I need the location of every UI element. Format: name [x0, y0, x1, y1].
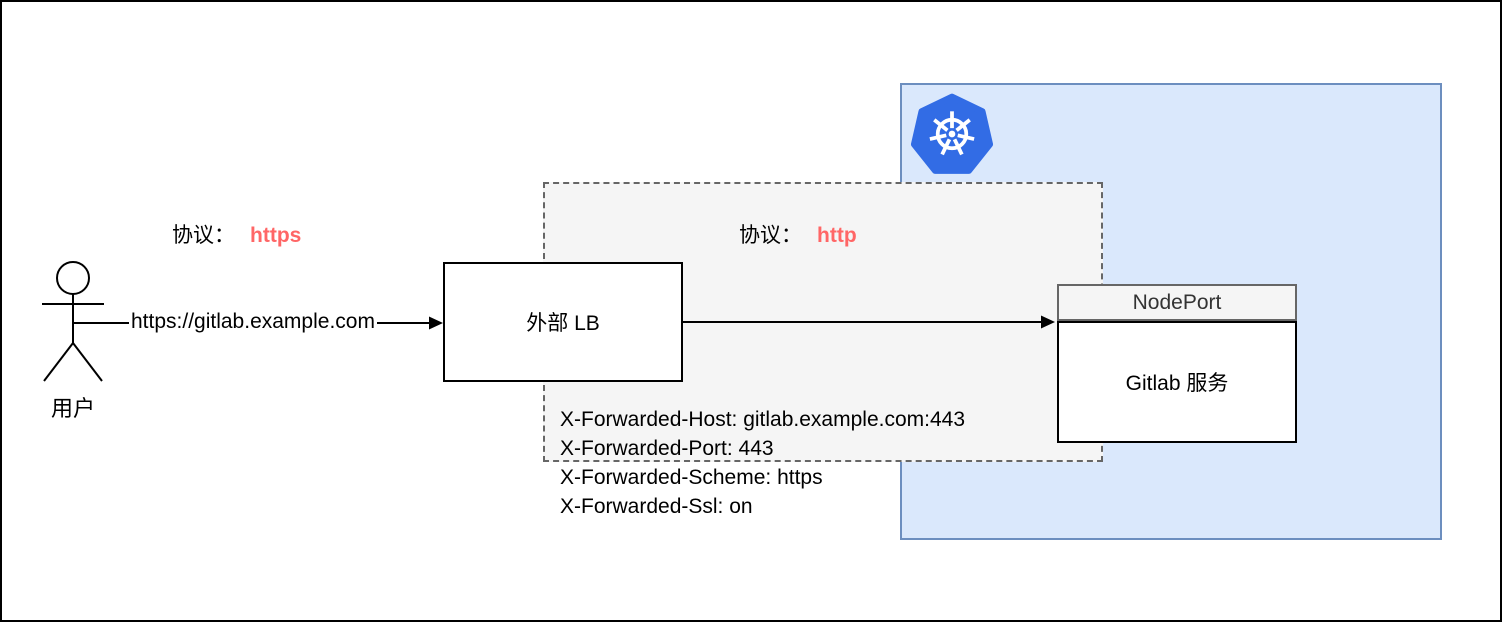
- forwarded-headers-block: X-Forwarded-Host: gitlab.example.com:443…: [560, 405, 965, 521]
- nodeport-title: NodePort: [1132, 290, 1222, 314]
- request-url-label: https://gitlab.example.com: [129, 310, 377, 334]
- gitlab-service-box: Gitlab 服务: [1057, 321, 1297, 443]
- forwarded-header-line: X-Forwarded-Host: gitlab.example.com:443: [560, 408, 966, 431]
- actor-label: 用户: [50, 396, 95, 421]
- external-lb-box: 外部 LB: [443, 262, 683, 382]
- forwarded-header-line: X-Forwarded-Scheme: https: [560, 466, 823, 489]
- user-head: [56, 261, 90, 295]
- protocol-value-http: http: [817, 224, 857, 247]
- arrowhead-icon: [429, 316, 443, 330]
- nodeport-header: NodePort: [1057, 284, 1297, 321]
- protocol-label-http: 协议： http: [739, 219, 857, 249]
- kubernetes-icon: [910, 93, 994, 174]
- forwarded-header-line: X-Forwarded-Port: 443: [560, 437, 774, 460]
- protocol-value-https: https: [250, 224, 302, 247]
- user-figure: [42, 261, 104, 382]
- external-lb-label: 外部 LB: [526, 312, 600, 335]
- protocol-label-https: 协议： https: [172, 219, 301, 249]
- forwarded-header-line: X-Forwarded-Ssl: on: [560, 495, 753, 518]
- gitlab-service-label: Gitlab 服务: [1125, 372, 1229, 395]
- protocol-prefix: 协议：: [739, 224, 802, 247]
- protocol-prefix: 协议：: [172, 224, 235, 247]
